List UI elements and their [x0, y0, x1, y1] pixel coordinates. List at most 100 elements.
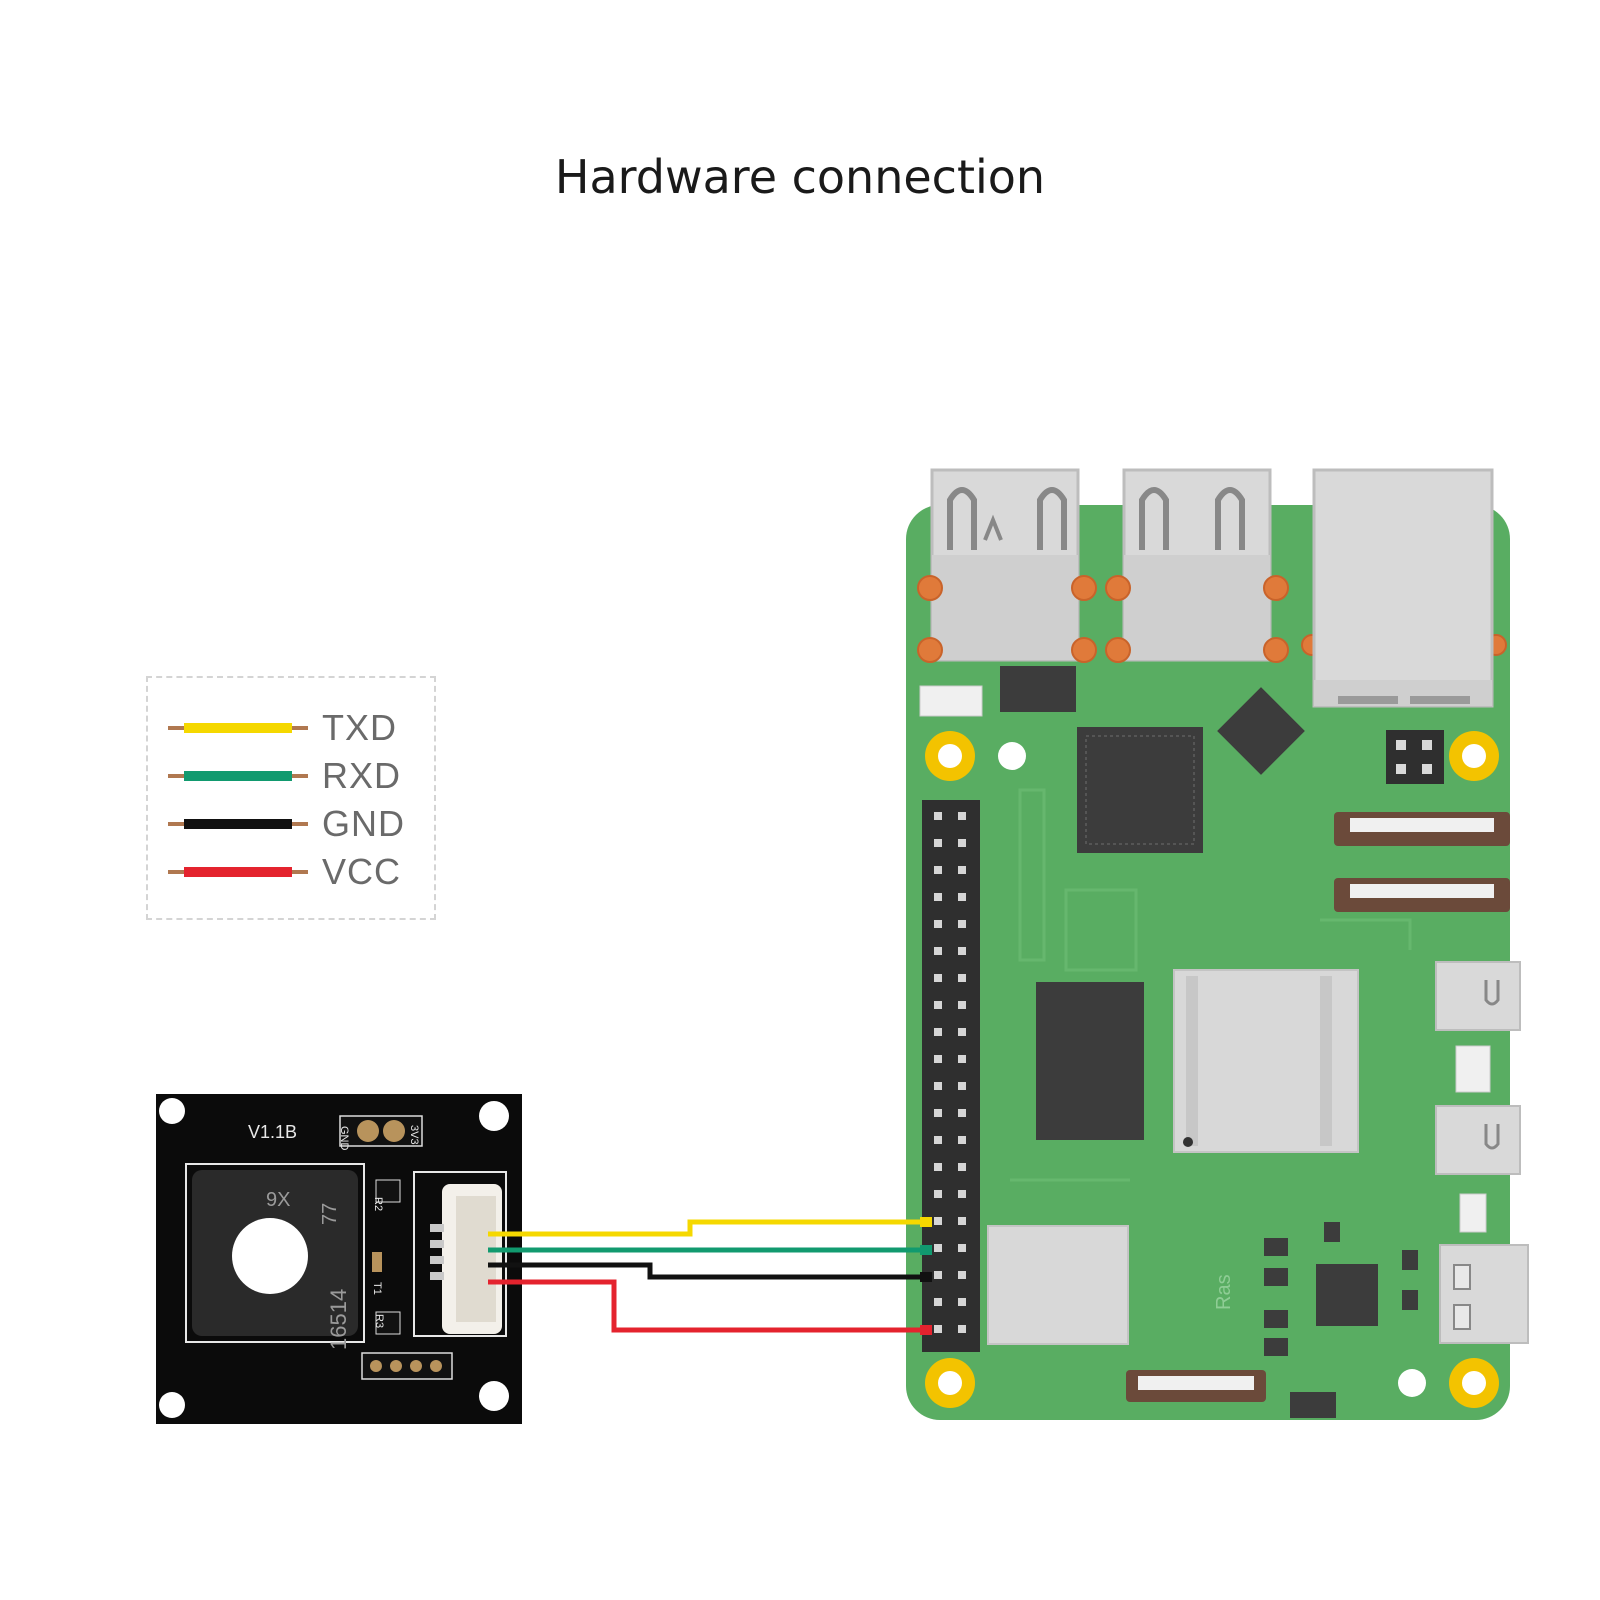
gpio-pin: [958, 1082, 966, 1090]
gpio-pin: [934, 1271, 942, 1279]
gpio-pin: [958, 1244, 966, 1252]
poe-pins: [1396, 740, 1432, 774]
gpio-pin: [934, 1325, 942, 1333]
wire-end-vcc: [920, 1325, 932, 1335]
legend-row-gnd: GND: [168, 803, 405, 844]
wire-ends: [920, 1217, 932, 1335]
gpio-pin: [934, 1190, 942, 1198]
legend-swatch-rxd: [168, 771, 308, 781]
page-title: Hardware connection: [554, 150, 1046, 204]
pad-gnd: [357, 1120, 379, 1142]
gpio-pin: [934, 1109, 942, 1117]
small-ic: [1000, 666, 1076, 712]
component-label-t1: T1: [371, 1282, 383, 1295]
legend-label-vcc: VCC: [322, 851, 402, 892]
ethernet-port: [1312, 468, 1494, 708]
gpio-pin: [934, 866, 942, 874]
gpio-pin: [934, 812, 942, 820]
wire-gnd: [488, 1262, 930, 1280]
connector-housing: [456, 1196, 496, 1322]
usb-port-2: [1122, 468, 1272, 662]
gpio-pin: [934, 1136, 942, 1144]
legend-label-rxd: RXD: [322, 755, 402, 796]
module-hole-br: [479, 1381, 509, 1411]
gpio-pin: [934, 920, 942, 928]
wire-end-rxd: [920, 1245, 932, 1255]
gpio-pin: [958, 1028, 966, 1036]
gpio-pin: [934, 1244, 942, 1252]
gpio-header: [922, 800, 980, 1352]
ram-chip: [1036, 982, 1144, 1140]
sensor-marking-77: 77: [319, 1203, 341, 1225]
gpio-pin: [934, 1082, 942, 1090]
pad-box: [339, 1115, 423, 1147]
gpio-pin: [958, 1298, 966, 1306]
gpio-pin: [934, 1163, 942, 1171]
module-version-label: V1.1B: [248, 1122, 297, 1142]
sensor-module: V1.1B GND 3V3 9X 77 16514 R2 T1 R3: [156, 1094, 522, 1424]
module-hole-bl: [159, 1392, 185, 1418]
mounting-holes: [925, 731, 1499, 1408]
shield-ridge-1: [1186, 976, 1198, 1146]
pi-traces: [1010, 788, 1412, 1182]
gpio-pin: [958, 1055, 966, 1063]
sensor-lens: [232, 1218, 308, 1294]
csi-dsi-connectors: [1126, 812, 1510, 1402]
pad-label-3v3: 3V3: [408, 1125, 420, 1145]
gpio-pin: [958, 974, 966, 982]
component-t1: [372, 1252, 382, 1272]
usb-c-port: [1439, 1244, 1529, 1344]
small-jst-2: [1459, 1193, 1487, 1233]
gpio-pin: [958, 920, 966, 928]
shield-dot: [1183, 1137, 1193, 1147]
small-jst-1: [1455, 1045, 1491, 1093]
pi-pcb: [906, 505, 1510, 1420]
pmic-chip: [1316, 1264, 1378, 1326]
legend-swatch-txd: [168, 723, 308, 733]
gpio-pin: [958, 1001, 966, 1009]
module-hole-tl: [159, 1098, 185, 1124]
gpio-pin: [934, 839, 942, 847]
gpio-pin: [934, 1028, 942, 1036]
wire-txd: [488, 1219, 930, 1237]
gpio-pin: [958, 1325, 966, 1333]
legend-label-gnd: GND: [322, 803, 405, 844]
component-label-r3: R3: [373, 1314, 385, 1328]
component-r2: [375, 1179, 401, 1203]
legend-swatch-vcc: [168, 867, 308, 877]
bottom-pads: [370, 1360, 442, 1372]
gpio-pin: [958, 1136, 966, 1144]
legend-label-txd: TXD: [322, 707, 397, 748]
soc-chip: [1075, 725, 1205, 855]
soc-pins: [1085, 735, 1195, 845]
legend-row-txd: TXD: [168, 707, 397, 748]
wire-end-txd: [920, 1217, 932, 1227]
legend-row-rxd: RXD: [168, 755, 402, 796]
wire-vcc: [488, 1279, 930, 1333]
gpio-pins: [934, 812, 966, 1333]
pad-3v3: [383, 1120, 405, 1142]
raspberry-pi-board: Ras: [906, 468, 1529, 1420]
micro-hdmi-ports: [1435, 961, 1521, 1175]
gpio-pin: [934, 1001, 942, 1009]
legend-row-vcc: VCC: [168, 851, 402, 892]
gpio-pin: [958, 893, 966, 901]
component-r3: [375, 1311, 401, 1335]
sensor-marking-9x: 9X: [266, 1189, 290, 1211]
wire-color-legend: TXD RXD GND VCC: [146, 676, 436, 920]
sensor-marking-serial: 16514: [326, 1289, 351, 1350]
gpio-pin: [934, 974, 942, 982]
gpio-pin: [958, 1271, 966, 1279]
component-label-r2: R2: [372, 1197, 384, 1211]
connector-pins: [430, 1224, 444, 1280]
gpio-pin: [958, 812, 966, 820]
wires: [488, 1219, 930, 1333]
gpio-pin: [958, 1109, 966, 1117]
legend-swatch-gnd: [168, 819, 308, 829]
gpio-pin: [934, 1217, 942, 1225]
pad-label-gnd: GND: [338, 1126, 350, 1151]
gpio-pin: [958, 839, 966, 847]
diamond-chip: [1217, 687, 1305, 775]
module-hole-tr: [479, 1101, 509, 1131]
